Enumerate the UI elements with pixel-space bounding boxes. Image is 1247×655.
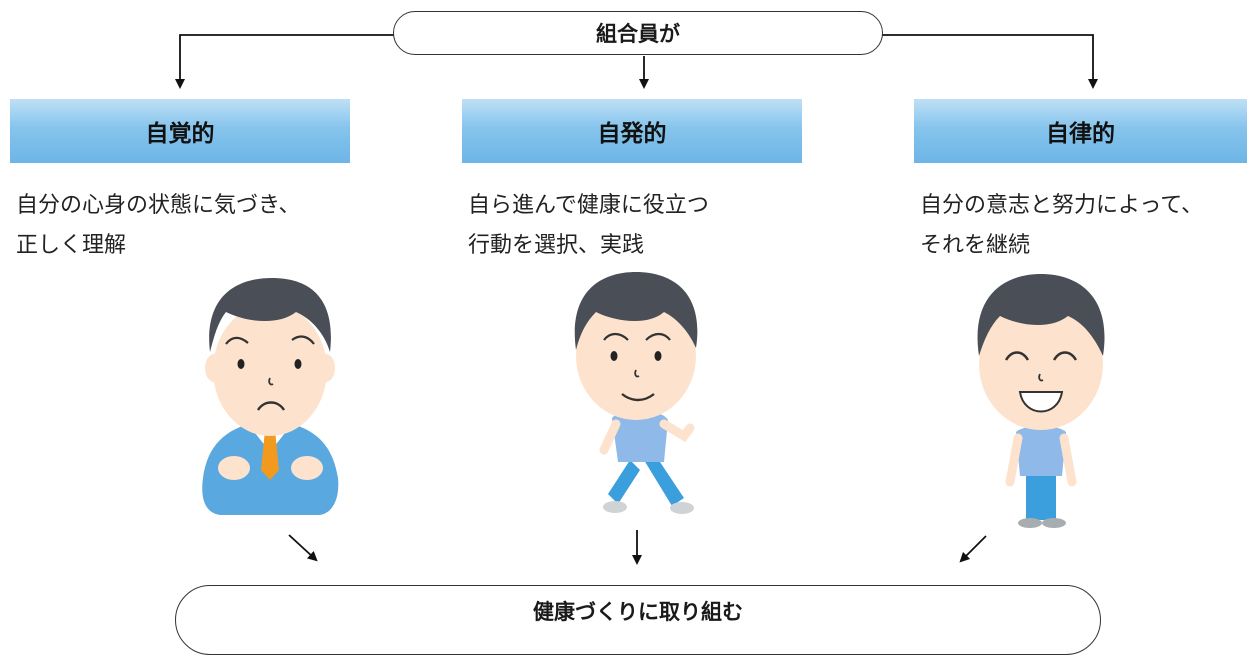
column-1-header: 自覚的 xyxy=(10,99,350,163)
hair-2 xyxy=(574,272,698,350)
column-1-description: 自分の心身の状態に気づき、 正しく理解 xyxy=(16,186,300,266)
column-2-description: 自ら進んで健康に役立つ 行動を選択、実践 xyxy=(468,186,709,266)
connector-right xyxy=(882,34,1098,89)
face-3 xyxy=(979,298,1103,430)
face-2 xyxy=(576,292,696,420)
diagram-canvas xyxy=(175,34,1105,565)
bottom-arrows xyxy=(288,530,987,565)
top-node-label: 組合員が xyxy=(596,22,680,46)
shirt xyxy=(612,410,668,462)
column-2-line-2: 行動を選択、実践 xyxy=(468,233,645,258)
hair-1 xyxy=(209,278,331,352)
leg-back xyxy=(608,460,640,504)
arrow-left xyxy=(288,534,318,562)
smile-2 xyxy=(621,393,655,402)
column-3-description: 自分の意志と努力によって、 それを継続 xyxy=(920,186,1203,266)
right-fist xyxy=(291,456,323,480)
column-1-line-1: 自分の心身の状態に気づき、 xyxy=(16,193,301,218)
top-node: 組合員が xyxy=(393,11,883,55)
hair-3 xyxy=(977,274,1105,356)
column-1-line-2: 正しく理解 xyxy=(16,233,127,258)
open-smile xyxy=(1018,391,1064,413)
worried-man-figure xyxy=(202,278,339,515)
column-2-title: 自発的 xyxy=(597,121,667,147)
bottom-node: 健康づくりに取り組む xyxy=(175,585,1101,655)
arm-back xyxy=(599,419,621,455)
arm-front xyxy=(659,419,695,442)
arrow-right xyxy=(959,535,987,563)
bottom-node-label: 健康づくりに取り組む xyxy=(533,600,743,624)
column-2-header: 自発的 xyxy=(462,99,802,163)
column-3-line-1: 自分の意志と努力によって、 xyxy=(920,193,1204,218)
walking-man-figure xyxy=(574,272,698,514)
shirt-3 xyxy=(1016,426,1066,476)
column-2-line-1: 自ら進んで健康に役立つ xyxy=(468,193,709,218)
face-1 xyxy=(213,304,327,436)
leg-front xyxy=(644,456,684,506)
column-3-line-2: それを継続 xyxy=(920,233,1031,258)
legs xyxy=(1026,472,1056,520)
tie xyxy=(261,430,279,480)
column-3-header: 自律的 xyxy=(914,99,1247,163)
column-3-title: 自律的 xyxy=(1046,121,1115,147)
column-1-title: 自覚的 xyxy=(145,121,215,147)
connector-left xyxy=(175,34,394,89)
left-fist xyxy=(218,456,250,480)
top-connectors xyxy=(175,34,1098,89)
smiling-man-figure xyxy=(977,274,1105,528)
frown xyxy=(256,401,286,411)
